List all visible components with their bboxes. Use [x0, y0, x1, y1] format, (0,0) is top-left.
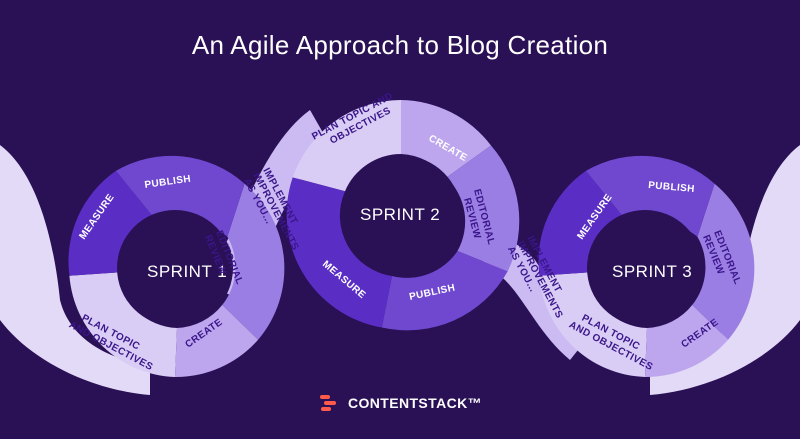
sprint-1-hub [117, 210, 233, 326]
contentstack-logo: CONTENTSTACK™ [0, 392, 800, 414]
sprint-2-segment-measure [286, 177, 392, 328]
sprint-2-segment-create [401, 100, 491, 178]
sprint-1-segment-review [222, 183, 285, 340]
sprint-1-label: SPRINT 1 [147, 262, 227, 281]
sprint-3-segment-measure [538, 170, 634, 276]
sprint-1-segment-measure [68, 170, 164, 276]
sprint-3-publish-label: PUBLISH [648, 180, 695, 195]
ribbon-right-tail [650, 145, 800, 395]
sprint-3-ring [538, 155, 755, 378]
sprint-1-segment-plan [69, 272, 177, 377]
sprint-1-segment-create [175, 304, 259, 378]
sprint-2-segment-plan [292, 100, 401, 192]
page-title: An Agile Approach to Blog Creation [191, 30, 609, 60]
sprint-3-label: SPRINT 3 [612, 262, 692, 281]
sprint-3-segment-publish [585, 155, 715, 237]
ribbon-connector-1 [200, 110, 330, 300]
sprint-2-ring [286, 100, 520, 331]
ribbon-left-tail [0, 145, 150, 395]
sprint-1-segment-publish [115, 155, 245, 237]
sprint-2-segment-publish [381, 251, 508, 331]
sprint-3-segment-review [692, 183, 755, 340]
sprint-3-segment-plan [539, 272, 647, 377]
sprint-1-ring [68, 155, 285, 378]
logo-wordmark: CONTENTSTACK™ [347, 395, 483, 411]
sprint-3-segment-create [645, 304, 729, 378]
sprint-2-segment-review [446, 145, 520, 272]
sprint-3-hub [587, 210, 703, 326]
sprint-2-label: SPRINT 2 [360, 205, 440, 224]
sprint-2-hub [345, 156, 461, 272]
contentstack-logo-icon [319, 395, 336, 411]
